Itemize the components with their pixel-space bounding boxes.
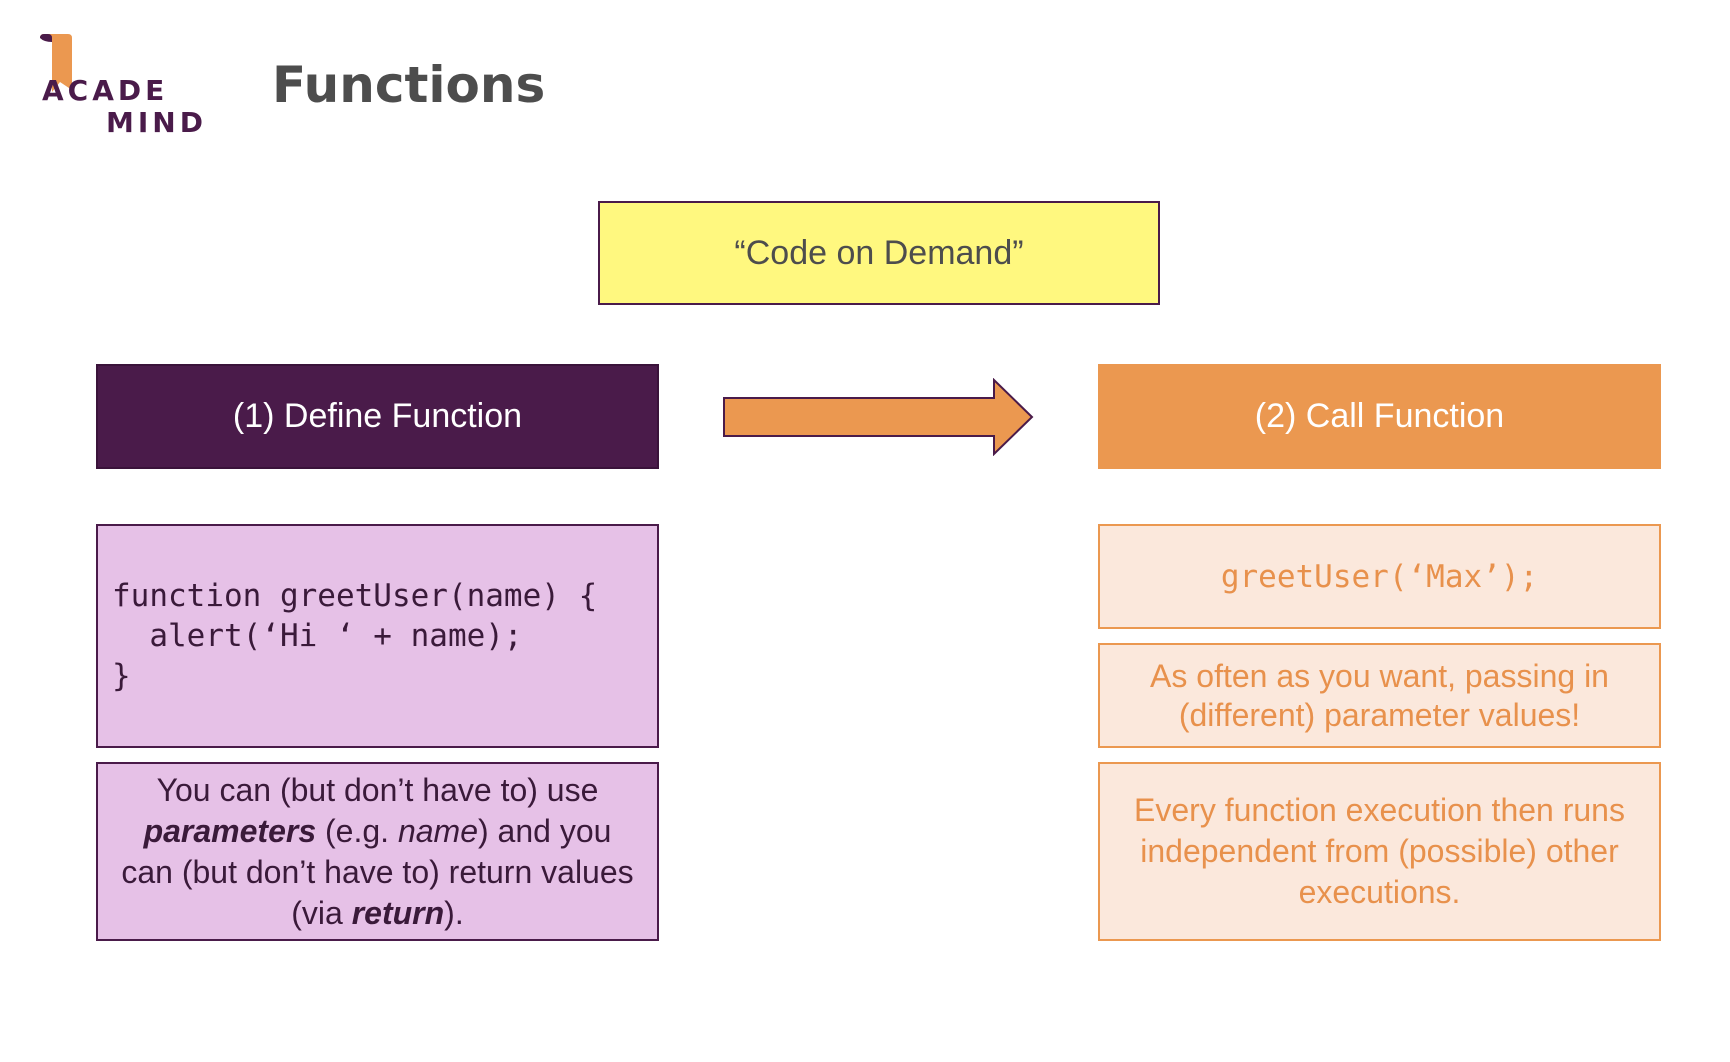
note-parameters-word: parameters bbox=[143, 812, 317, 849]
call-function-header: (2) Call Function bbox=[1098, 364, 1661, 469]
note-name-word: name bbox=[397, 812, 478, 849]
logo-text-line1: ACADE bbox=[42, 74, 169, 107]
parameters-note-box: You can (but don’t have to) use paramete… bbox=[96, 762, 659, 941]
logo-text-line2: MIND bbox=[106, 106, 207, 139]
note-text: ). bbox=[444, 894, 464, 931]
note-text: ) and you can (but don’t have to) return… bbox=[121, 812, 634, 931]
right-arrow-icon bbox=[723, 378, 1034, 456]
academind-logo: ACADE MIND bbox=[22, 34, 212, 144]
function-definition-code: function greetUser(name) { alert(‘Hi ‘ +… bbox=[112, 578, 598, 694]
logo-flag-icon bbox=[40, 34, 72, 92]
slide-title: Functions bbox=[272, 56, 546, 114]
code-on-demand-box: “Code on Demand” bbox=[598, 201, 1160, 305]
parameters-note: You can (but don’t have to) use paramete… bbox=[114, 770, 641, 934]
independent-execution-note: Every function execution then runs indep… bbox=[1098, 762, 1661, 941]
function-definition-code-box: function greetUser(name) { alert(‘Hi ‘ +… bbox=[96, 524, 659, 748]
function-call-code-box: greetUser(‘Max’); bbox=[1098, 524, 1661, 629]
call-often-note: As often as you want, passing in (differ… bbox=[1098, 643, 1661, 748]
define-function-header: (1) Define Function bbox=[96, 364, 659, 469]
note-text: (e.g. bbox=[316, 812, 398, 849]
note-return-word: return bbox=[351, 894, 445, 931]
note-text: You can (but don’t have to) use bbox=[156, 771, 599, 808]
